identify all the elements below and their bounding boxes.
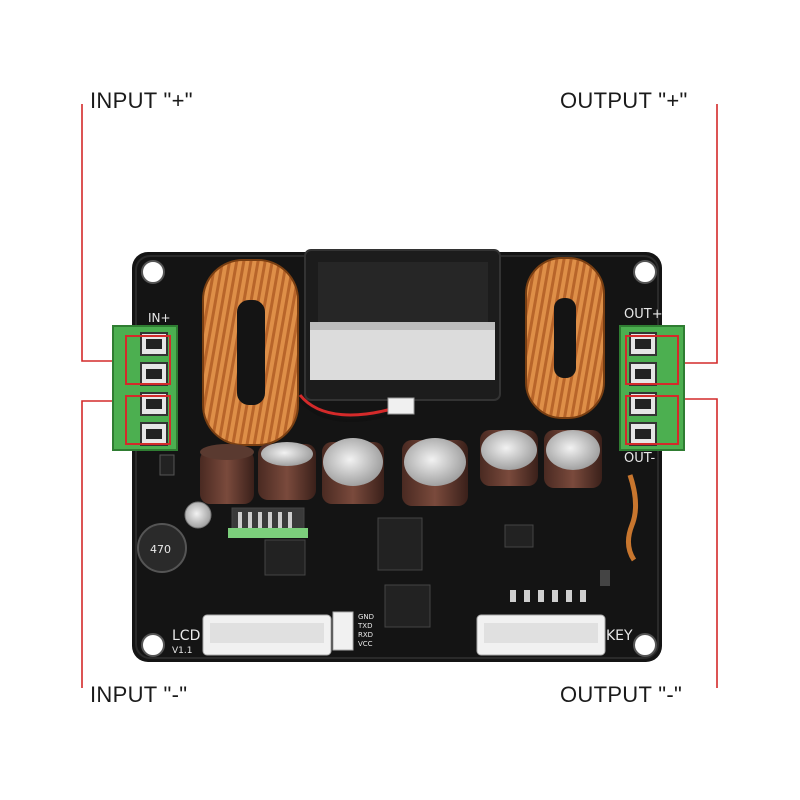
silk-lcd: LCD <box>172 628 200 644</box>
left-toroid-inductor <box>202 259 299 446</box>
cooling-fan <box>304 249 501 401</box>
input-terminal-block <box>112 325 178 451</box>
input-plus-label: INPUT "+" <box>90 88 193 113</box>
electrolytic-capacitors <box>200 430 602 506</box>
silk-out-minus: OUT- <box>624 451 655 466</box>
key-connector <box>476 614 606 656</box>
lcd-connector <box>202 614 332 656</box>
output-plus-line <box>678 104 718 364</box>
smd-inductor-470: 470 <box>137 523 187 573</box>
uart-connector: GND TXD RXD VCC <box>332 611 374 651</box>
silk-key: KEY <box>606 628 633 644</box>
output-resistor <box>626 474 638 562</box>
svg-text:RXD: RXD <box>358 631 373 639</box>
input-minus-label: INPUT "-" <box>90 682 188 707</box>
svg-text:470: 470 <box>150 543 171 556</box>
callout-lines <box>81 104 718 688</box>
silk-version: V1.1 <box>172 646 192 656</box>
silk-in-plus: IN+ <box>148 311 171 325</box>
smd-components <box>159 454 610 602</box>
ic-chips <box>231 507 534 628</box>
input-minus-line <box>81 400 126 688</box>
output-minus-label: OUTPUT "-" <box>560 682 683 707</box>
right-toroid-inductor <box>525 257 605 419</box>
output-minus-line <box>678 398 718 688</box>
svg-text:TXD: TXD <box>357 622 372 630</box>
silk-out-plus: OUT+ <box>624 307 663 322</box>
input-plus-line <box>81 104 126 362</box>
mounting-holes <box>141 260 657 657</box>
output-terminal-block <box>619 325 685 451</box>
svg-text:VCC: VCC <box>358 640 373 648</box>
svg-text:GND: GND <box>358 613 374 621</box>
output-plus-label: OUTPUT "+" <box>560 88 688 113</box>
